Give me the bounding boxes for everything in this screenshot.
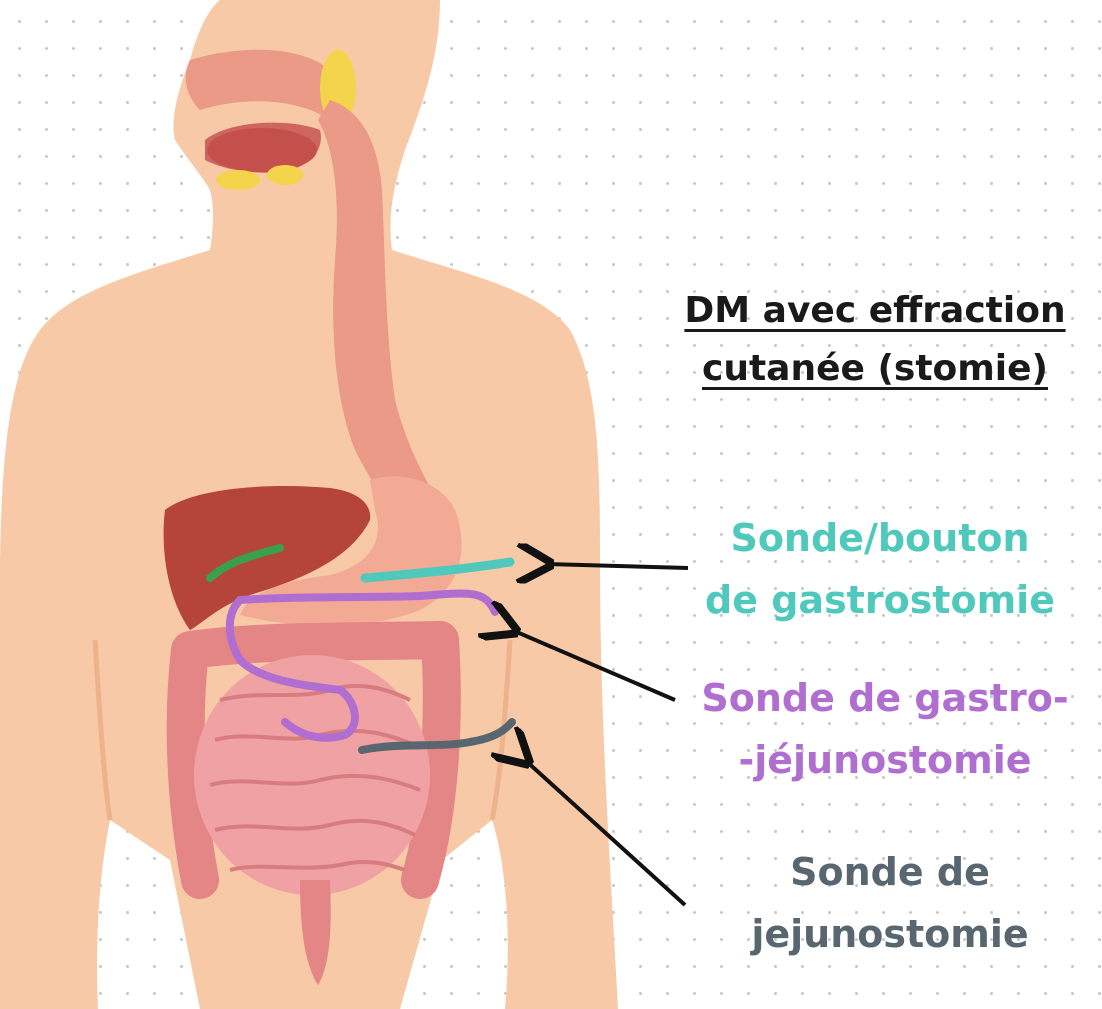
small-intestine — [194, 655, 430, 895]
title-line-1: DM avec effraction — [655, 282, 1095, 340]
label-jejunostomie-line-2: jejunostomie — [730, 904, 1050, 966]
label-gastro-jejunostomie: Sonde de gastro- -jéjunostomie — [680, 668, 1090, 791]
tongue — [207, 128, 317, 172]
label-gastro-jejunostomie-line-2: -jéjunostomie — [680, 730, 1090, 792]
diagram-title: DM avec effraction cutanée (stomie) — [655, 282, 1095, 399]
label-jejunostomie: Sonde de jejunostomie — [730, 842, 1050, 965]
label-gastro-jejunostomie-line-1: Sonde de gastro- — [680, 668, 1090, 730]
label-gastrostomie-line-1: Sonde/bouton — [700, 508, 1060, 570]
label-jejunostomie-line-1: Sonde de — [730, 842, 1050, 904]
title-line-2: cutanée (stomie) — [655, 340, 1095, 398]
label-gastrostomie: Sonde/bouton de gastrostomie — [700, 508, 1060, 631]
label-gastrostomie-line-2: de gastrostomie — [700, 570, 1060, 632]
